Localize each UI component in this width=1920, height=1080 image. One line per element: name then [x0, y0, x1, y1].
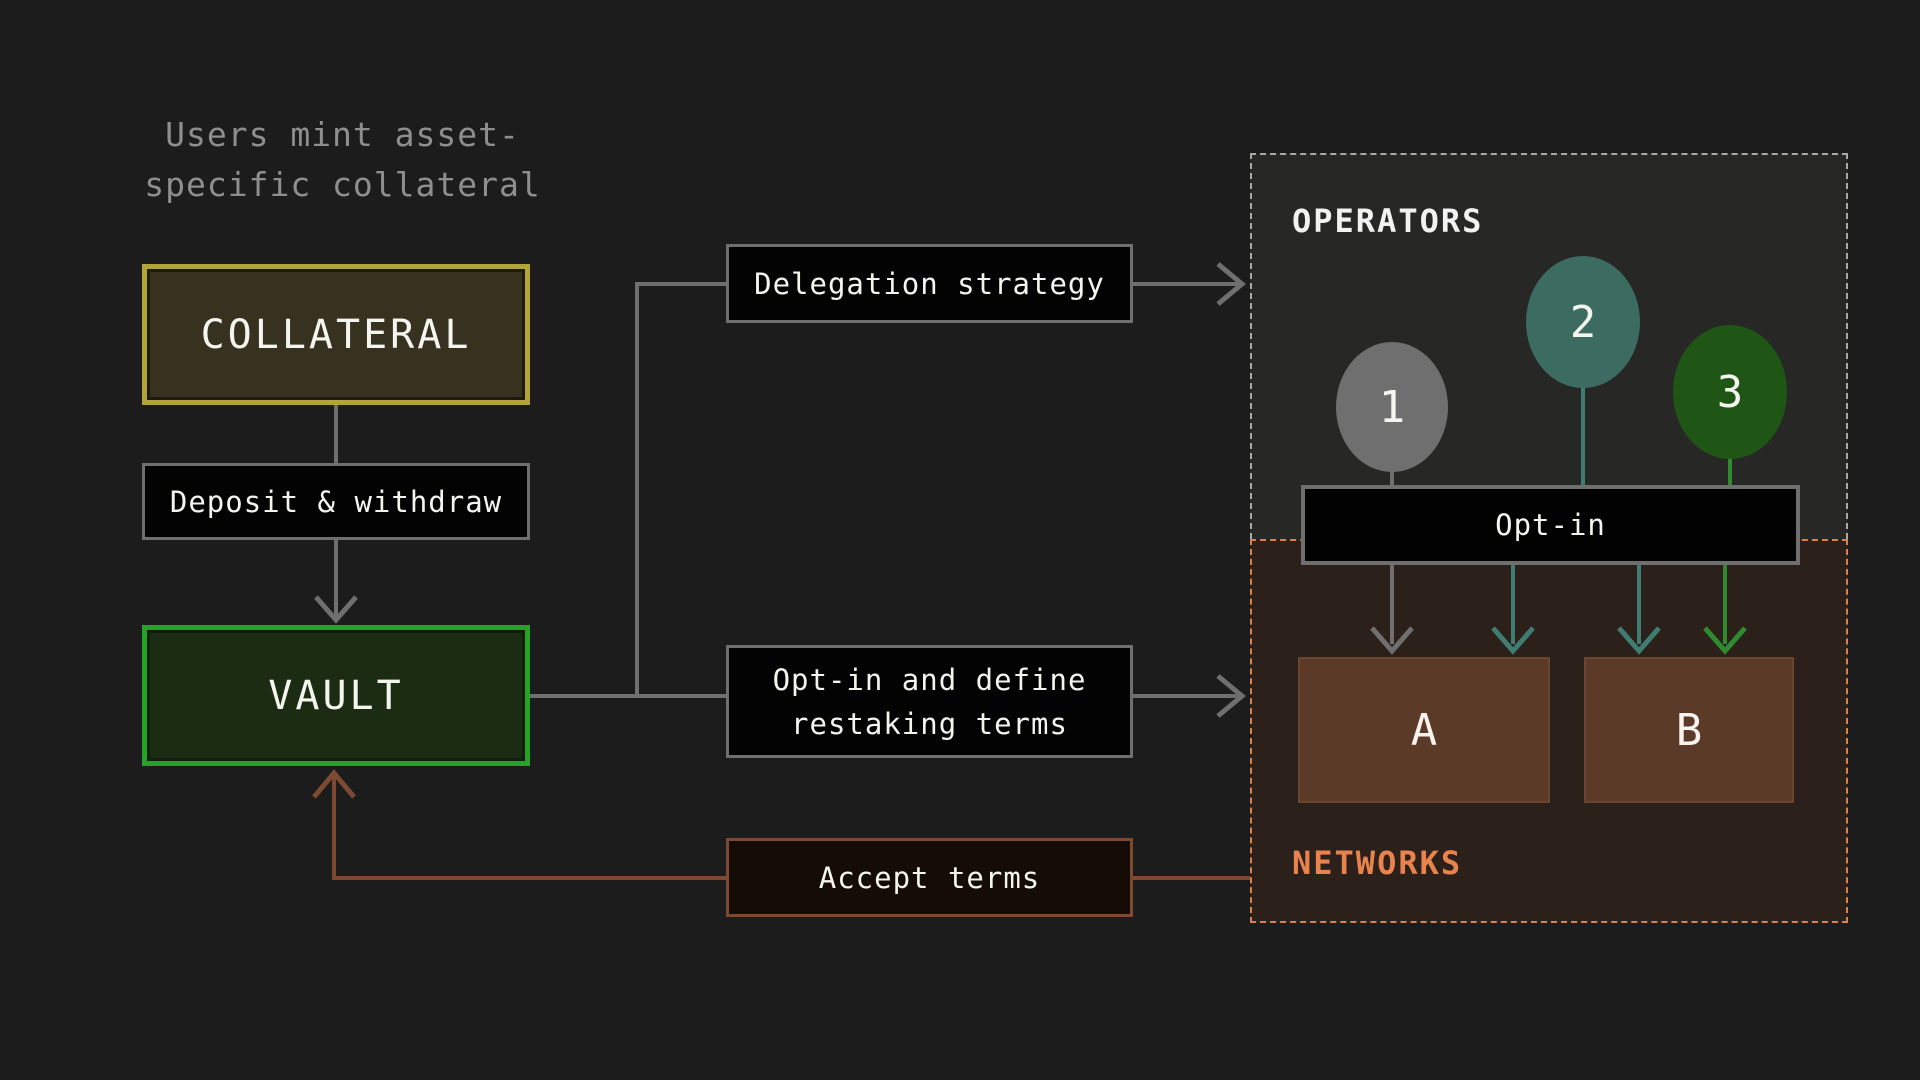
operator-3-label: 3: [1716, 366, 1744, 418]
down-arrowhead-icon: [1703, 626, 1747, 655]
operators-panel-title: OPERATORS: [1292, 202, 1484, 240]
opt-in-label: Opt-in: [1495, 508, 1606, 542]
operator-2-label: 2: [1569, 296, 1597, 348]
restaking-terms-line1: Opt-in and define: [772, 662, 1087, 697]
vault-box: VAULT: [142, 625, 530, 766]
operator-1-circle: 1: [1336, 342, 1448, 472]
networks-panel-title: NETWORKS: [1292, 844, 1463, 882]
opt-in-box: Opt-in: [1301, 485, 1800, 565]
vault-label: VAULT: [268, 672, 404, 719]
up-arrowhead-icon: [312, 769, 356, 799]
network-a-box: A: [1298, 657, 1550, 803]
down-arrowhead-icon: [1617, 626, 1661, 655]
deposit-withdraw-box: Deposit & withdraw: [142, 463, 530, 540]
deposit-withdraw-label: Deposit & withdraw: [169, 484, 503, 519]
restaking-terms-line2: restaking terms: [791, 706, 1068, 741]
down-arrowhead-icon: [1370, 626, 1414, 655]
collateral-box: COLLATERAL: [142, 264, 530, 405]
collateral-label: COLLATERAL: [200, 311, 472, 358]
network-b-label: B: [1675, 704, 1703, 756]
delegation-strategy-label: Delegation strategy: [754, 266, 1105, 301]
operator-1-label: 1: [1378, 381, 1406, 433]
down-arrowhead-icon: [314, 595, 358, 624]
restaking-terms-box: Opt-in and define restaking terms: [726, 645, 1133, 758]
users-note-line2: specific collateral: [144, 165, 541, 204]
users-note-line1: Users mint asset-: [165, 115, 520, 154]
delegation-strategy-box: Delegation strategy: [726, 244, 1133, 323]
operator-2-circle: 2: [1526, 256, 1640, 388]
right-arrowhead-icon: [1216, 262, 1246, 306]
network-a-label: A: [1410, 704, 1438, 756]
network-b-box: B: [1584, 657, 1794, 803]
down-arrowhead-icon: [1491, 626, 1535, 655]
accept-terms-label: Accept terms: [818, 860, 1041, 895]
operator-3-circle: 3: [1673, 325, 1787, 459]
users-note: Users mint asset- specific collateral: [140, 110, 545, 210]
accept-terms-box: Accept terms: [726, 838, 1133, 917]
right-arrowhead-icon: [1216, 674, 1246, 718]
